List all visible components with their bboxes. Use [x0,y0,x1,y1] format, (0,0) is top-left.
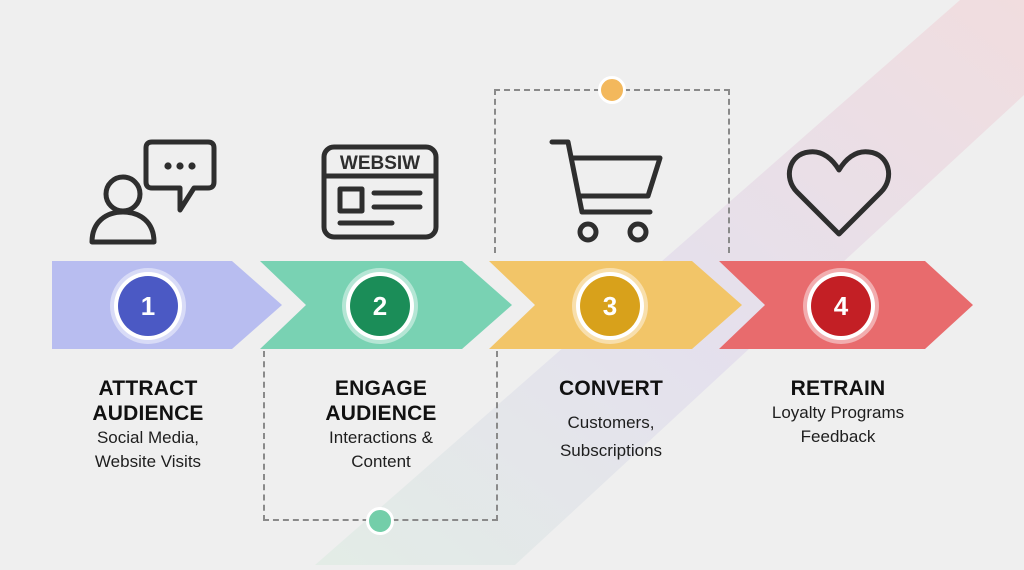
step-4-badge: 4 [811,276,871,336]
step-3-description: Customers, Subscriptions [559,413,663,460]
user-chat-icon [88,138,220,246]
step-1-text: ATTRACT AUDIENCE Social Media, Website V… [43,376,253,474]
step-2-badge: 2 [350,276,410,336]
step-2-text: ENGAGE AUDIENCE Interactions & Content [276,376,486,474]
step-4-text: RETRAIN Loyalty Programs Feedback [733,376,943,449]
step-2-description: Interactions & Content [329,428,433,471]
step-3-badge: 3 [580,276,640,336]
step-1-description: Social Media, Website Visits [94,428,202,471]
step-3-title: CONVERT [558,377,664,400]
step-1-title: ATTRACT AUDIENCE [92,377,204,425]
step-2-title: ENGAGE AUDIENCE [325,377,437,425]
step-1-badge: 1 [118,276,178,336]
step-3-text: CONVERT Customers, Subscriptions [506,376,716,465]
step-4-description: Loyalty Programs Feedback [771,403,905,446]
step-4-title: RETRAIN [790,377,886,400]
